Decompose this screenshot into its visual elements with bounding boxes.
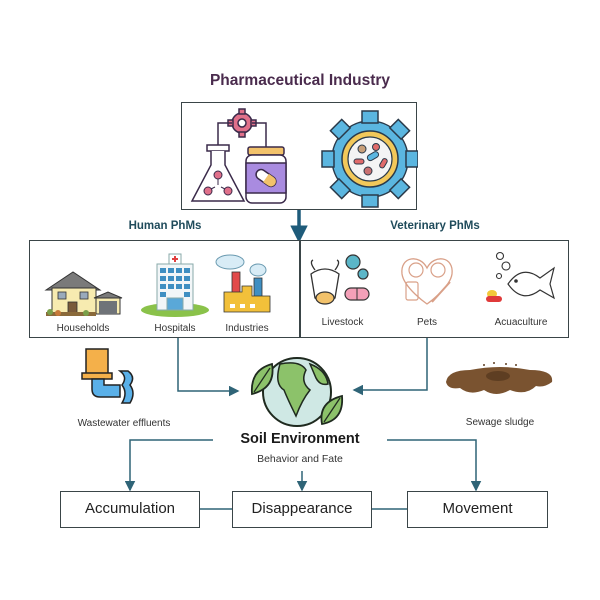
diagram-title: Pharmaceutical Industry: [209, 72, 391, 89]
sludge-icon: [446, 362, 553, 394]
soil-environment-subtitle: Behavior and Fate: [257, 453, 343, 465]
soil-to-accumulation-connector: [124, 439, 213, 492]
industry-illustration: [190, 108, 419, 208]
aquaculture-label: Acuaculture: [494, 317, 548, 328]
pets-label: Pets: [416, 317, 437, 328]
soil-to-movement-connector: [387, 439, 482, 492]
pets-to-soil-connector: [352, 337, 428, 396]
pipe-icon: [81, 348, 134, 404]
medicine-bottle-icon: [245, 146, 287, 204]
soil-environment-title: Soil Environment: [240, 431, 360, 447]
fish-icon: [486, 251, 555, 302]
industries-item: Industries: [212, 250, 282, 334]
flask-icon: [190, 144, 246, 202]
disappearance-box: Disappearance: [232, 491, 372, 528]
hospital-icon: [141, 253, 209, 317]
movement-box: Movement: [407, 491, 548, 528]
panel-divider: [299, 240, 301, 338]
accumulation-box: Accumulation: [60, 491, 200, 528]
households-label: Households: [56, 323, 110, 334]
house-icon: [44, 271, 123, 316]
wastewater-effluents-item: Wastewater effluents: [64, 345, 184, 435]
human-phms-label: Human PhMs: [128, 220, 202, 232]
factory-icon: [215, 254, 271, 313]
wastewater-effluents-label: Wastewater effluents: [77, 418, 171, 429]
industries-label: Industries: [225, 323, 269, 334]
production-gear-icon: [321, 110, 419, 208]
phms-sources-box: [29, 240, 569, 338]
pets-item: Pets: [392, 248, 462, 332]
livestock-label: Livestock: [321, 317, 364, 328]
veterinary-phms-label: Veterinary PhMs: [390, 220, 480, 232]
hospitals-label: Hospitals: [154, 323, 196, 334]
hospitals-item: Hospitals: [140, 250, 210, 334]
gear-icon: [227, 108, 257, 138]
pets-icon: [401, 258, 453, 305]
cow-icon: [310, 254, 370, 305]
sewage-sludge-label: Sewage sludge: [465, 417, 535, 428]
soil-environment-node: [240, 350, 355, 430]
earth-leaves-icon: [250, 357, 344, 427]
aquaculture-item: Acuaculture: [478, 248, 564, 332]
livestock-item: Livestock: [305, 248, 380, 332]
hospitals-to-soil-connector: [177, 337, 240, 397]
sewage-sludge-item: Sewage sludge: [440, 360, 560, 430]
households-item: Households: [38, 262, 128, 334]
pharmaceutical-industry-box: [181, 102, 419, 210]
